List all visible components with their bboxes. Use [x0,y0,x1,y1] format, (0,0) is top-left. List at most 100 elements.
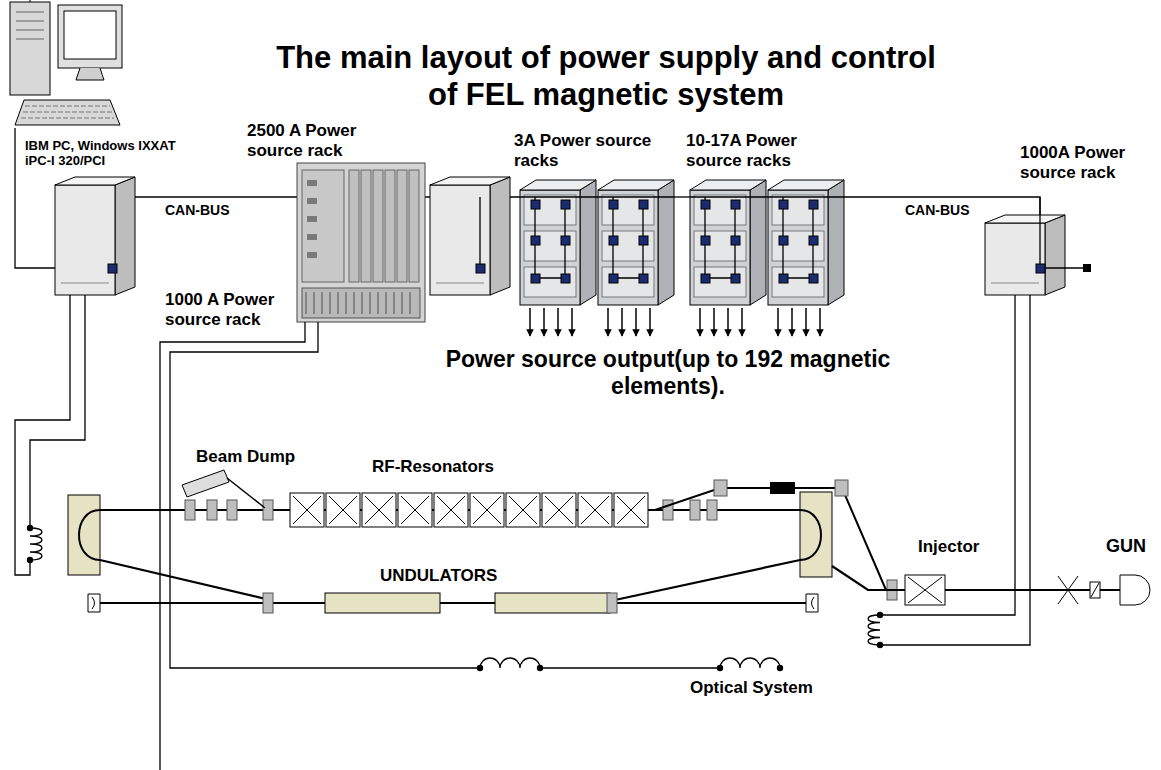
grille-slot [338,292,339,314]
cabinet-top [690,180,766,190]
bus-node [701,236,710,245]
rack-front [430,185,490,295]
part-name: Optical System [690,678,813,698]
output-arrow [777,308,779,336]
module-led [307,252,317,258]
output-arrow [571,308,573,336]
bus-node [531,200,540,209]
beam-bend [800,510,821,560]
bus-drop [479,197,480,268]
power-rack-node: 2500 A Power source rack [297,163,425,322]
grille-slot [354,292,355,314]
gun-valve [1090,582,1100,598]
terminal-dot [27,525,33,531]
output-arrow [543,308,545,336]
rack-plinth [61,283,109,284]
quadrupole [707,500,717,520]
dump-line [227,478,265,508]
rack-plinth [991,283,1039,284]
cabinet-top [520,180,596,190]
pc-keyboard [15,100,120,125]
bus-label: CAN-BUS [165,202,230,219]
bus-node [779,236,788,245]
quadrupole [227,500,237,520]
quadrupole [714,480,727,496]
bus-node [609,200,618,209]
drive-bay [16,12,44,13]
monitor-stand [76,68,104,80]
power-rack-node: 1000A Power source rack [985,215,1065,295]
undulator [495,593,610,613]
output-arrow [699,308,701,336]
bus-node [561,274,570,283]
bus-node [809,274,818,283]
beam-line [100,560,808,603]
key-row [25,106,110,107]
cavity-cell [581,496,609,524]
grille-slot [378,292,379,314]
injector-cavity [905,575,945,605]
magnet-coil [30,528,42,560]
terminal-dot [477,665,483,671]
node-label: 3A Power source racks [514,131,674,171]
cabinet-shelf [694,267,746,297]
bus-node [779,274,788,283]
node-label: 10-17A Power source racks [686,131,851,171]
cabinet-shelf [602,195,654,225]
bus-node [108,264,117,273]
power-rack-group: 3A Power source racks [520,175,674,305]
bus-node [809,200,818,209]
rf-cavity [578,493,612,527]
control-module [302,170,344,282]
rack-top [985,215,1065,223]
terminal-dot [27,557,33,563]
cabinet-front [520,190,580,305]
cavity-cell [401,496,429,524]
bus-node [639,274,648,283]
cabinet-front [768,190,828,305]
supply-wire [880,295,1030,645]
part-name: GUN [1106,536,1146,557]
bus-label: CAN-BUS [905,202,970,219]
quadrupole [690,500,700,520]
rack-side [1045,215,1065,295]
terminal-dot [717,665,723,671]
grille-slot [306,292,307,314]
cabinet-side [750,180,766,305]
part-name: Beam Dump [196,447,295,467]
node-label: 1000 A Power source rack [165,290,310,330]
bus-node [701,200,710,209]
bus-node [476,264,485,273]
bus-node [731,200,740,209]
card-slot [361,170,371,282]
cavity-cell [365,496,393,524]
grille-slot [322,292,323,314]
output-arrow [621,308,623,336]
output-arrow [529,308,531,336]
bypass-line [655,488,886,590]
quadrupole [263,593,273,613]
module-led [307,234,317,240]
rack-2500-panel [297,163,425,322]
output-arrow [649,308,651,336]
drive-bay [16,30,44,31]
bus-node [561,236,570,245]
beam-dump [182,470,229,497]
cavity-cell [545,496,573,524]
cabinet-side [580,180,596,305]
key-row [23,112,112,113]
supply-wire [880,295,1015,615]
dipole-magnet [68,495,100,575]
bus-node [561,200,570,209]
output-arrow [791,308,793,336]
cabinet-shelf [524,195,576,225]
part-name: Injector [918,537,979,557]
grille-slot [330,292,331,314]
cabinet-shelf [694,195,746,225]
supply-wire [160,322,305,770]
bus-node [731,274,740,283]
cavity-cell [908,577,942,603]
bus-node [701,274,710,283]
